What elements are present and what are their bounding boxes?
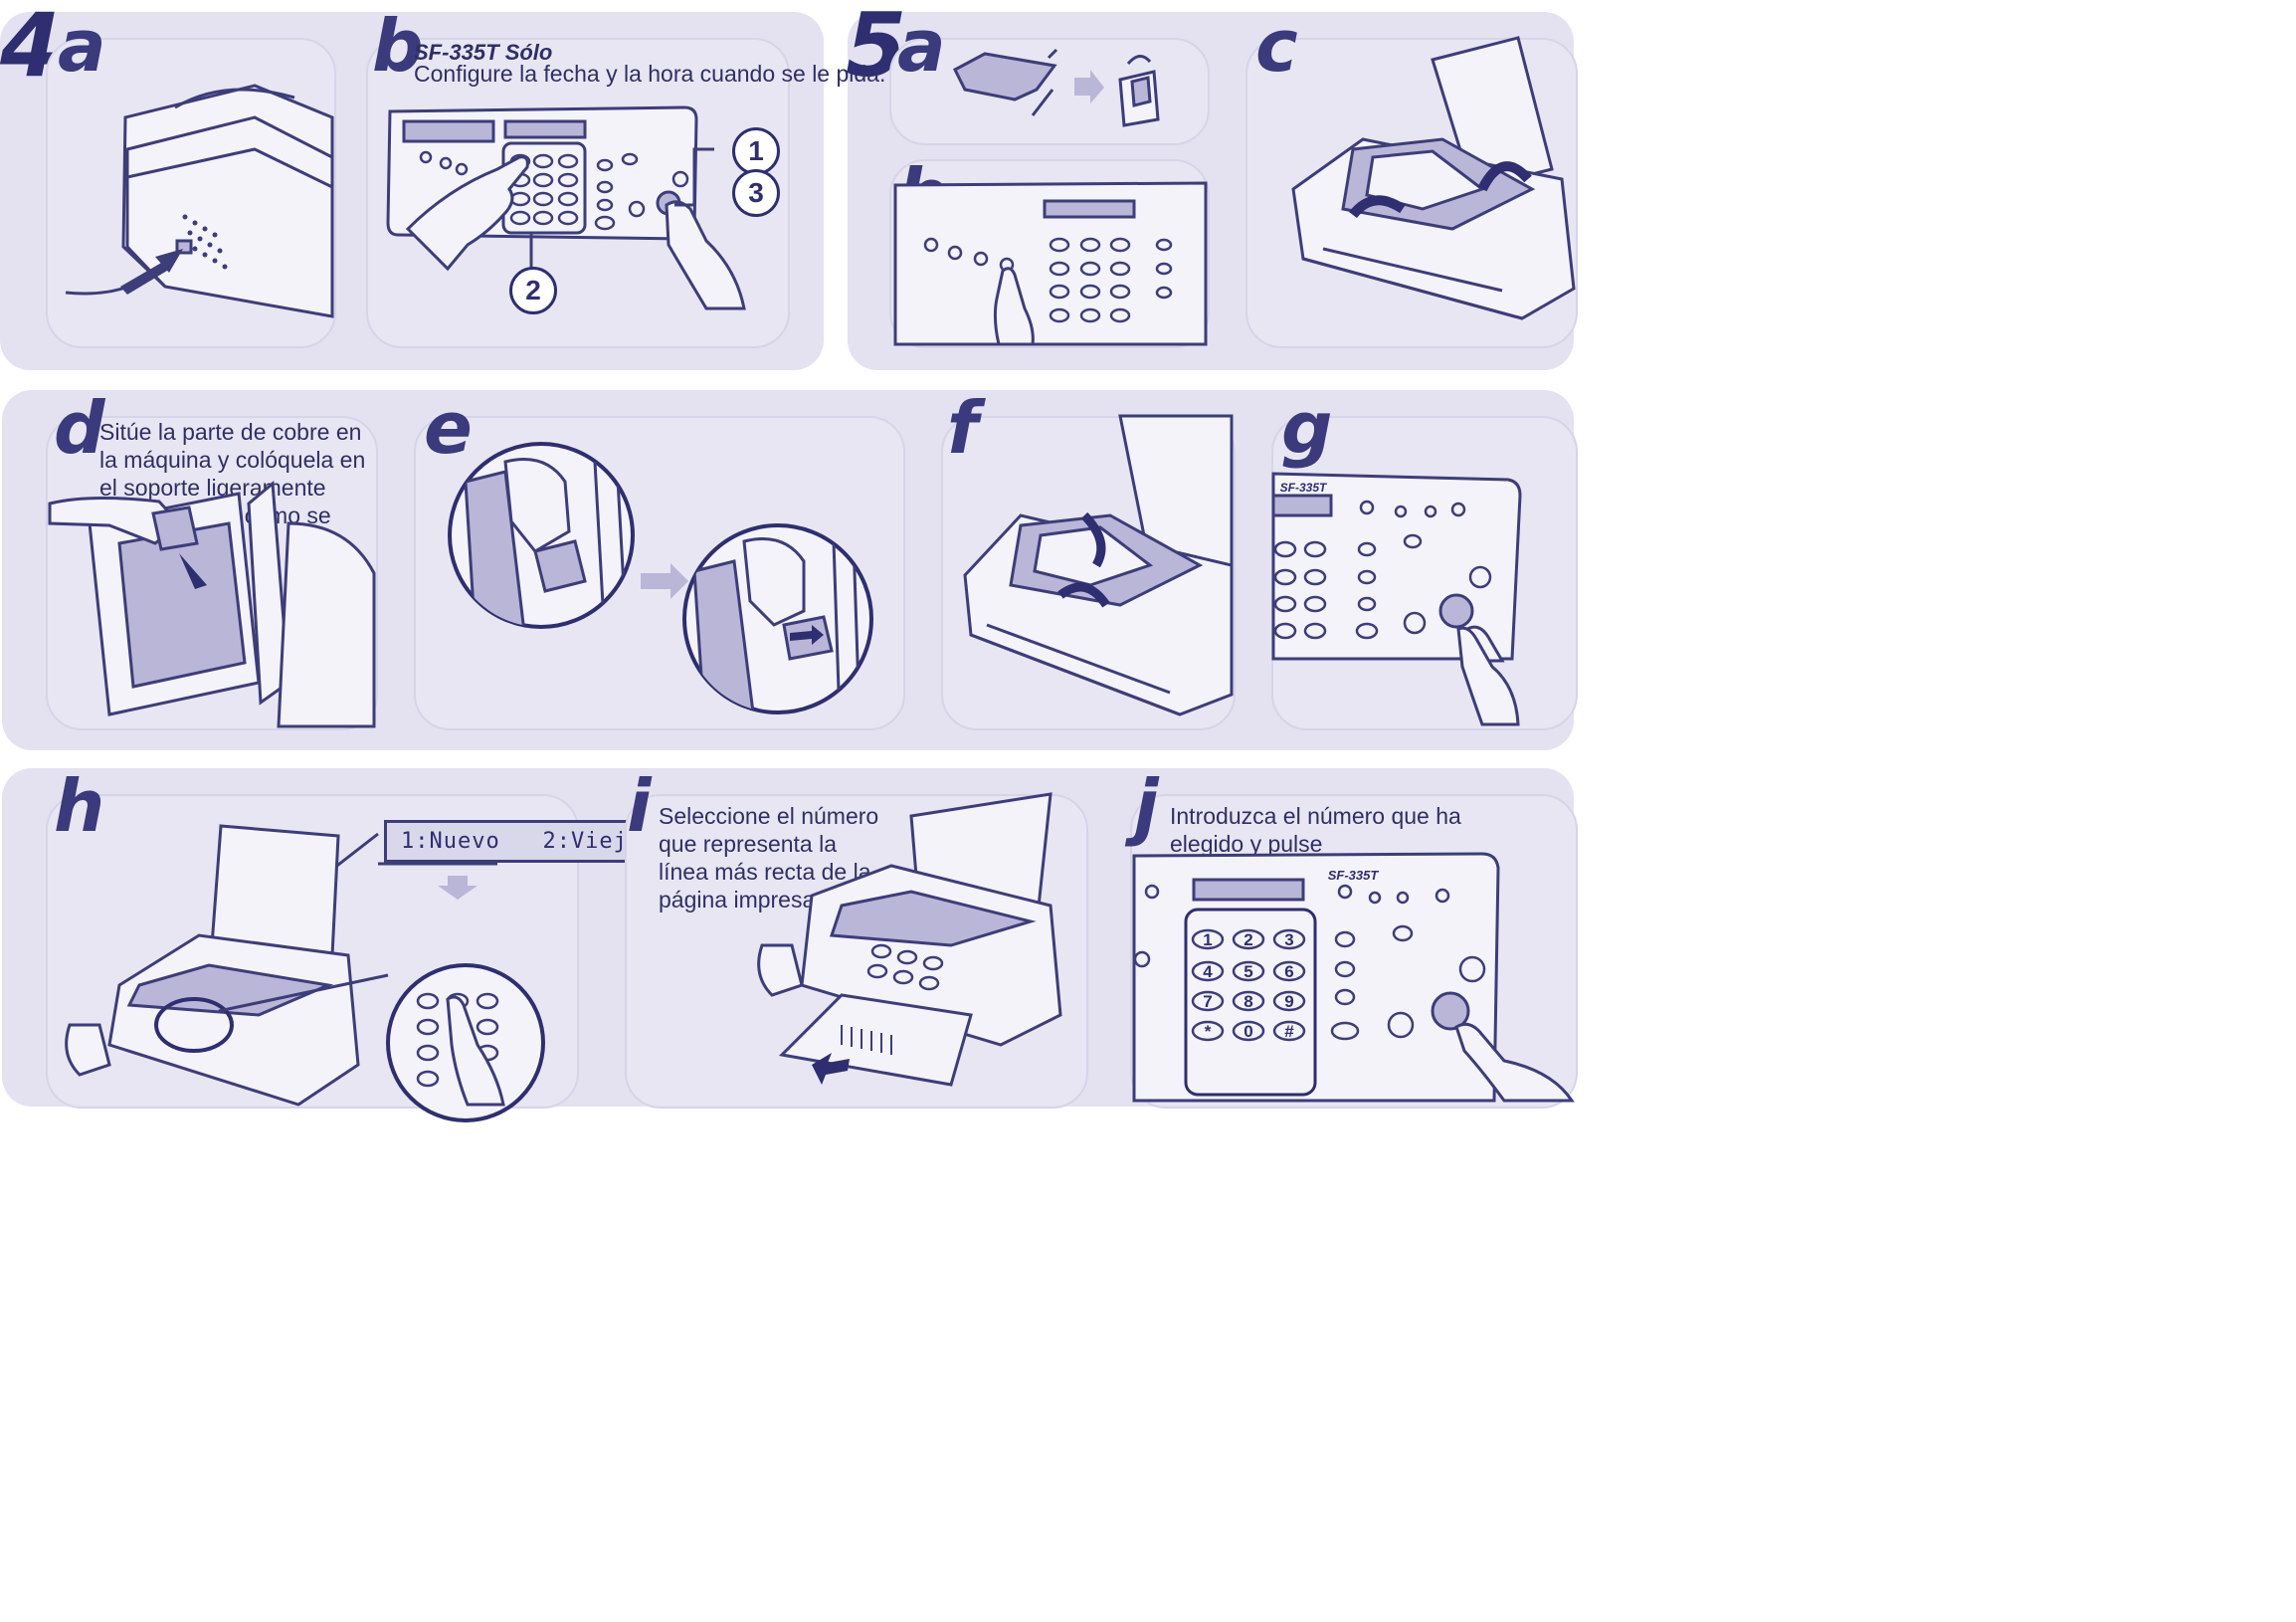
step-5i-instruction: Seleccione el número que representa la l… xyxy=(659,803,879,912)
svg-text:0: 0 xyxy=(1244,1022,1252,1041)
step-5e-letter: e xyxy=(424,386,473,470)
svg-text:8: 8 xyxy=(1244,992,1252,1011)
svg-text:*: * xyxy=(1205,1022,1212,1041)
svg-text:6: 6 xyxy=(1284,962,1293,981)
step-5j-control-panel: 1 2 3 4 5 6 7 8 9 * 0 # SF-335T xyxy=(1132,852,1575,1103)
step-5h-illustration xyxy=(65,824,545,1122)
step-5f-letter: f xyxy=(947,386,979,470)
svg-text:9: 9 xyxy=(1284,992,1293,1011)
step-5f-illustration xyxy=(963,414,1234,716)
step-5d-letter: d xyxy=(54,386,105,470)
lcd-display: 1:Nuevo 2:Viejo xyxy=(384,820,660,863)
step-5i-letter: i xyxy=(627,764,652,848)
step-5b-control-panel xyxy=(893,181,1208,346)
svg-text:5: 5 xyxy=(1244,962,1252,981)
svg-text:3: 3 xyxy=(1284,930,1293,949)
step-4b-hands xyxy=(405,155,746,310)
svg-text:SF-335T: SF-335T xyxy=(1328,868,1380,883)
step-5j-instruction: Introduzca el número que ha elegido y pu… xyxy=(1170,803,1461,885)
step-5a-letter: a xyxy=(897,4,946,88)
step-5d-illustration xyxy=(48,480,376,728)
svg-text:SF-335T: SF-335T xyxy=(1280,481,1328,495)
callout-3: 3 xyxy=(732,169,780,217)
step-4b-model: SF-335T Sólo xyxy=(414,40,553,65)
svg-text:1: 1 xyxy=(1203,930,1212,949)
step-5g-hand xyxy=(1456,626,1520,726)
callout-1: 1 xyxy=(732,127,780,175)
step-5e-illustration xyxy=(448,442,873,714)
step-5c-letter: c xyxy=(1255,4,1298,88)
step-4a-letter: a xyxy=(58,4,106,88)
step-5i-illustration xyxy=(757,792,1062,1087)
svg-text:4: 4 xyxy=(1203,962,1213,981)
step-4b-instruction: Configure la fecha y la hora cuando se l… xyxy=(414,61,886,87)
step-5g-letter: g xyxy=(1281,386,1333,470)
step-5h-letter: h xyxy=(54,764,105,848)
callout-2: 2 xyxy=(509,267,557,314)
step-5c-illustration xyxy=(1291,36,1576,320)
svg-text:7: 7 xyxy=(1203,992,1212,1011)
svg-text:2: 2 xyxy=(1244,930,1252,949)
svg-text:#: # xyxy=(1284,1022,1294,1041)
step-4b-letter: b xyxy=(372,4,424,88)
step-5a-illustration xyxy=(953,48,1160,127)
step-4a-illustration xyxy=(65,84,334,318)
step-5g-control-panel: SF-335T xyxy=(1271,472,1522,663)
step-5j-letter: j xyxy=(1134,764,1159,848)
